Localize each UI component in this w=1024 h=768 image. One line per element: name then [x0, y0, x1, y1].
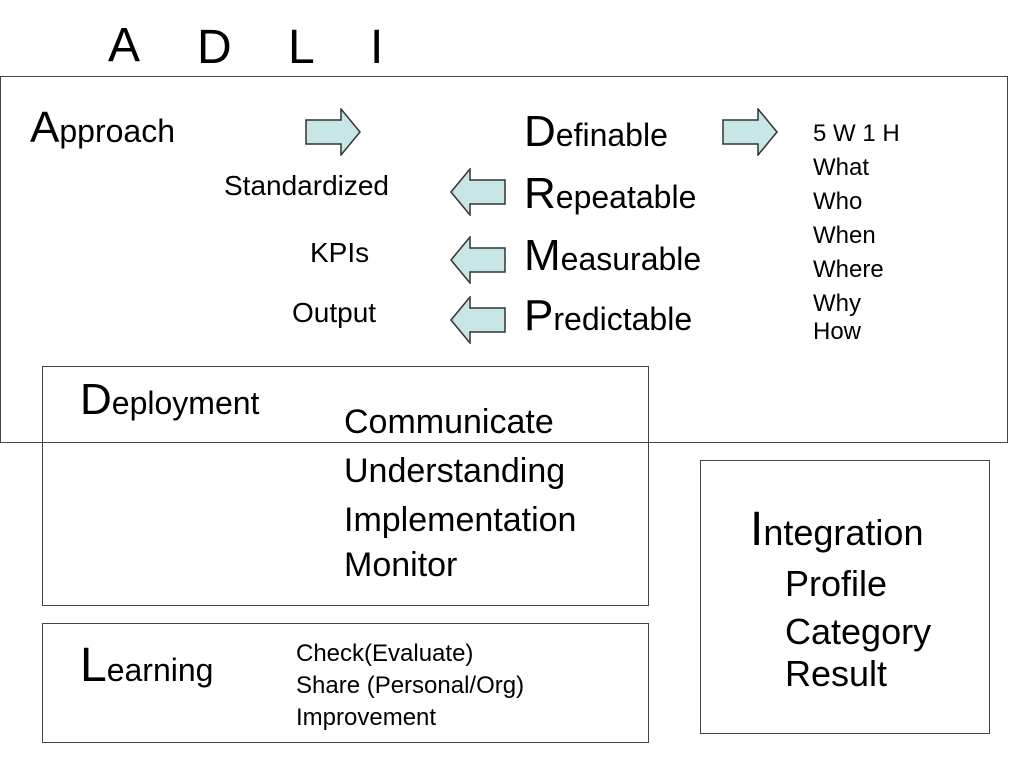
deployment-heading: Deployment	[80, 378, 259, 422]
criterion-rest: redictable	[553, 301, 693, 337]
right-arrow-icon	[305, 108, 361, 156]
title-letter-d: D	[197, 21, 232, 74]
learning-item: Improvement	[296, 704, 437, 731]
left-arrow-icon	[450, 296, 506, 344]
criterion-predictable: Predictable	[524, 294, 692, 338]
left-arrow-icon	[450, 236, 506, 284]
criterion-initial: P	[524, 291, 554, 340]
question-item: Why	[813, 290, 861, 317]
criterion-initial: M	[524, 231, 561, 280]
deployment-item: Monitor	[344, 546, 458, 584]
criterion-definable: Definable	[524, 110, 668, 154]
approach-left-item-standardized: Standardized	[224, 170, 390, 201]
integration-heading: Integration	[750, 506, 923, 554]
criterion-rest: efinable	[555, 117, 668, 153]
right-arrow-icon	[722, 108, 778, 156]
criterion-repeatable: Repeatable	[524, 172, 696, 216]
integration-item: Profile	[785, 563, 888, 604]
deployment-item: Implementation	[344, 501, 577, 539]
approach-left-item-output: Output	[292, 297, 377, 328]
learning-box	[42, 623, 649, 743]
question-item: Who	[813, 188, 863, 215]
deployment-item: Understanding	[344, 452, 566, 490]
integration-initial: I	[750, 503, 764, 556]
integration-rest: ntegration	[763, 512, 924, 553]
criterion-rest: easurable	[560, 241, 702, 277]
integration-item: Category	[785, 611, 932, 652]
integration-items: Profile Category Result	[785, 566, 931, 692]
title-letter-l: L	[288, 21, 315, 74]
deployment-rest: eployment	[111, 385, 260, 421]
title-letter-a: A	[108, 19, 141, 72]
deployment-items: Communicate Understanding Implementation…	[344, 405, 576, 582]
learning-item: Check(Evaluate)	[296, 640, 474, 667]
learning-initial: L	[80, 639, 107, 692]
integration-item: Result	[785, 653, 888, 694]
question-item: When	[813, 222, 876, 249]
criterion-initial: D	[524, 107, 556, 156]
criterion-initial: R	[524, 169, 556, 218]
integration-box	[700, 460, 990, 734]
approach-rest: pproach	[59, 113, 175, 149]
learning-rest: earning	[106, 652, 214, 688]
learning-item: Share (Personal/Org)	[296, 672, 525, 699]
questions-list: 5 W 1 H What Who When Where Why How	[813, 122, 900, 344]
approach-left-item-kpis: KPIs	[310, 237, 370, 268]
question-item: 5 W 1 H	[813, 120, 900, 147]
learning-heading: Learning	[80, 642, 213, 690]
approach-box	[0, 76, 1008, 443]
deployment-box	[42, 366, 649, 606]
approach-initial: A	[30, 103, 60, 152]
deployment-item: Communicate	[344, 403, 554, 441]
criterion-rest: epeatable	[555, 179, 697, 215]
question-item: How	[813, 318, 862, 345]
criterion-measurable: Measurable	[524, 234, 701, 278]
deployment-initial: D	[80, 375, 112, 424]
approach-heading: Approach	[30, 106, 175, 150]
title-letter-i: I	[370, 21, 384, 74]
learning-items: Check(Evaluate) Share (Personal/Org) Imp…	[296, 642, 524, 730]
question-item: What	[813, 154, 870, 181]
left-arrow-icon	[450, 168, 506, 216]
question-item: Where	[813, 256, 884, 283]
